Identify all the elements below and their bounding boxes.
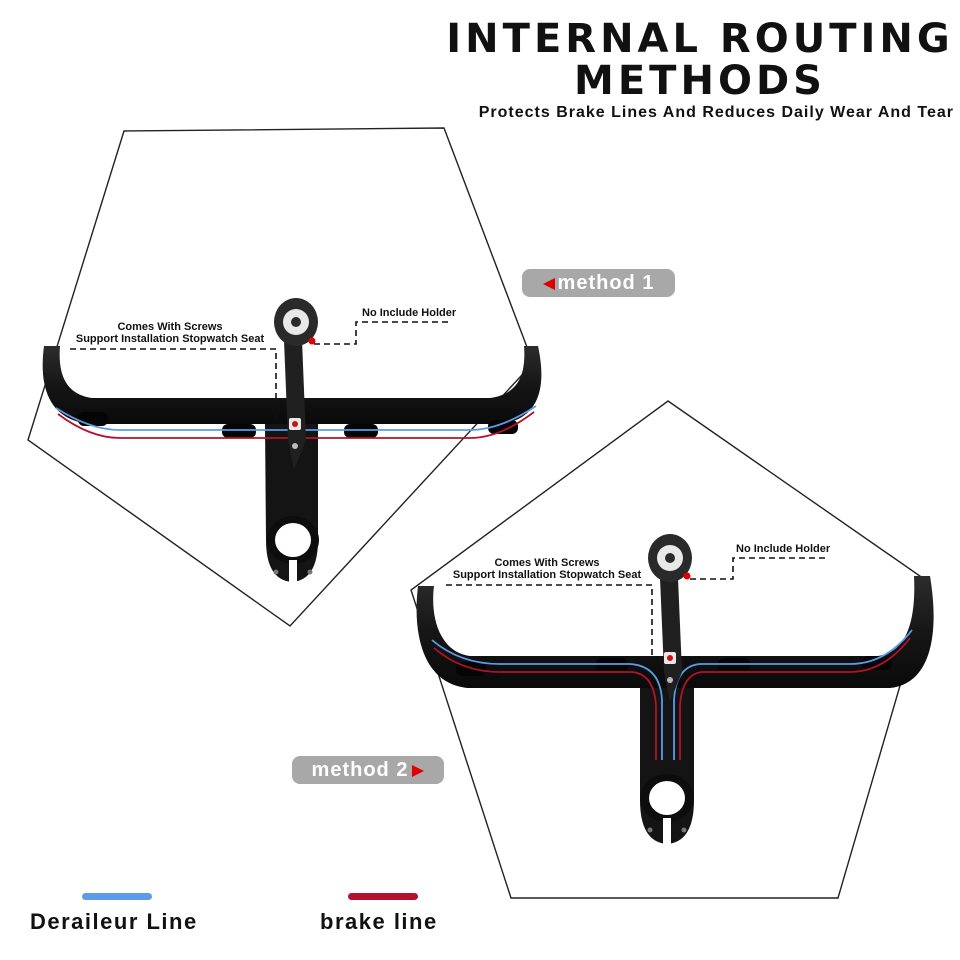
method-1-callout-screws-line2: Support Installation Stopwatch Seat bbox=[75, 333, 265, 345]
brake-line-swatch bbox=[348, 893, 418, 900]
method-1-leaders bbox=[70, 321, 452, 420]
derailleur-line-swatch bbox=[82, 893, 152, 900]
method-1-frame bbox=[27, 127, 534, 627]
method-1-badge: method 1 bbox=[522, 269, 675, 297]
method-2-frame bbox=[410, 400, 931, 899]
page-subtitle: Protects Brake Lines And Reduces Daily W… bbox=[478, 104, 954, 121]
title-line-2: METHODS bbox=[574, 58, 826, 104]
arrow-right-icon bbox=[412, 764, 425, 777]
method-2-badge: method 2 bbox=[292, 756, 444, 784]
arrow-left-icon bbox=[542, 277, 555, 290]
method-2-leaders bbox=[446, 557, 825, 660]
method-2-callout-holder: No Include Holder bbox=[736, 543, 831, 555]
method-1-label: method 1 bbox=[557, 272, 655, 294]
derailleur-line-label: Deraileur Line bbox=[30, 909, 198, 934]
method-2-label: method 2 bbox=[311, 759, 409, 781]
method-2-callout-screws: Comes With Screws Support Installation S… bbox=[444, 557, 650, 581]
title-line-1: INTERNAL ROUTING bbox=[446, 16, 954, 62]
brake-line-label: brake line bbox=[320, 909, 438, 934]
method-2-callout-screws-line1: Comes With Screws bbox=[494, 557, 600, 569]
method-2-callout-screws-line2: Support Installation Stopwatch Seat bbox=[452, 569, 642, 581]
page-title: INTERNAL ROUTING METHODS bbox=[440, 18, 960, 102]
method-2-handlebar bbox=[416, 534, 934, 844]
method-1-callout-screws: Comes With Screws Support Installation S… bbox=[66, 321, 274, 345]
method-1-callout-holder: No Include Holder bbox=[362, 307, 457, 319]
method-1-handlebar bbox=[42, 298, 542, 582]
method-1-callout-screws-line1: Comes With Screws bbox=[117, 321, 223, 333]
